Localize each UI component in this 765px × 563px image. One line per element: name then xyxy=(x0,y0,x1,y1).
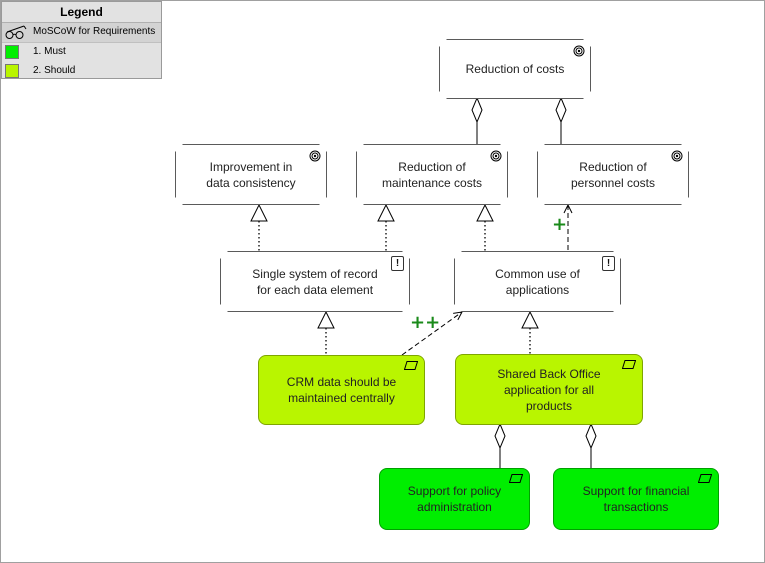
goal-reduction-maintenance-costs[interactable]: Reduction of maintenance costs xyxy=(356,144,508,205)
node-label: Support for financial transactions xyxy=(582,484,690,514)
target-icon xyxy=(573,45,585,57)
legend-swatch-must xyxy=(5,45,19,59)
requirement-shared-back-office[interactable]: Shared Back Office application for all p… xyxy=(455,354,643,425)
legend-panel: Legend MoSCoW for Requirements 1. Must 2… xyxy=(1,1,162,79)
legend-swatch-should xyxy=(5,64,19,78)
node-label: Single system of record for each data el… xyxy=(252,266,378,297)
legend-scheme-row: MoSCoW for Requirements xyxy=(2,23,161,43)
goal-reduction-personnel-costs[interactable]: Reduction of personnel costs xyxy=(537,144,689,205)
principle-icon: ! xyxy=(391,256,404,271)
realization-single-system-to-consistency[interactable] xyxy=(250,203,268,251)
influence-label-plus-plus: ++ xyxy=(410,312,441,333)
goal-reduction-of-costs[interactable]: Reduction of costs xyxy=(439,39,591,99)
requirement-support-policy-administration[interactable]: Support for policy administration xyxy=(379,468,530,530)
legend-item-label: 1. Must xyxy=(33,46,66,57)
node-label: Support for policy administration xyxy=(407,484,502,514)
node-label: Common use of applications xyxy=(495,266,580,297)
node-label: Reduction of personnel costs xyxy=(570,159,656,190)
legend-title: Legend xyxy=(2,2,161,23)
legend-item-should: 2. Should xyxy=(2,62,161,81)
legend-scheme-label: MoSCoW for Requirements xyxy=(33,26,156,37)
principle-common-use-of-applications[interactable]: Common use of applications ! xyxy=(454,251,621,312)
realization-crm-to-single-system[interactable] xyxy=(317,310,335,355)
requirement-icon xyxy=(509,474,523,483)
influence-label-plus: + xyxy=(552,214,568,235)
influence-crm-to-common-use[interactable] xyxy=(401,312,462,356)
target-icon xyxy=(671,150,683,162)
goal-improvement-data-consistency[interactable]: Improvement in data consistency xyxy=(175,144,327,205)
principle-single-system-of-record[interactable]: Single system of record for each data el… xyxy=(220,251,410,312)
realization-single-system-to-maintenance[interactable] xyxy=(377,203,395,251)
legend-item-must: 1. Must xyxy=(2,43,161,62)
target-icon xyxy=(490,150,502,162)
node-label: Reduction of costs xyxy=(465,62,565,76)
node-label: Reduction of maintenance costs xyxy=(381,159,483,190)
legend-item-label: 2. Should xyxy=(33,65,76,76)
aggregation-costs-personnel[interactable] xyxy=(555,96,567,144)
target-icon xyxy=(309,150,321,162)
requirement-support-financial-transactions[interactable]: Support for financial transactions xyxy=(553,468,719,530)
aggregation-backoffice-policy[interactable] xyxy=(494,422,506,468)
aggregation-backoffice-financial[interactable] xyxy=(585,422,597,468)
requirement-icon xyxy=(698,474,712,483)
requirement-icon xyxy=(404,361,418,370)
glasses-icon xyxy=(5,25,27,39)
aggregation-costs-maintenance[interactable] xyxy=(471,96,483,144)
node-label: Improvement in data consistency xyxy=(206,159,296,190)
requirement-icon xyxy=(622,360,636,369)
requirement-crm-data-centrally[interactable]: CRM data should be maintained centrally xyxy=(258,355,425,425)
realization-common-use-to-maintenance[interactable] xyxy=(476,203,494,251)
node-label: Shared Back Office application for all p… xyxy=(497,366,601,413)
principle-icon: ! xyxy=(602,256,615,271)
node-label: CRM data should be maintained centrally xyxy=(286,375,397,405)
realization-shared-backoffice-to-common-use[interactable] xyxy=(521,310,539,354)
